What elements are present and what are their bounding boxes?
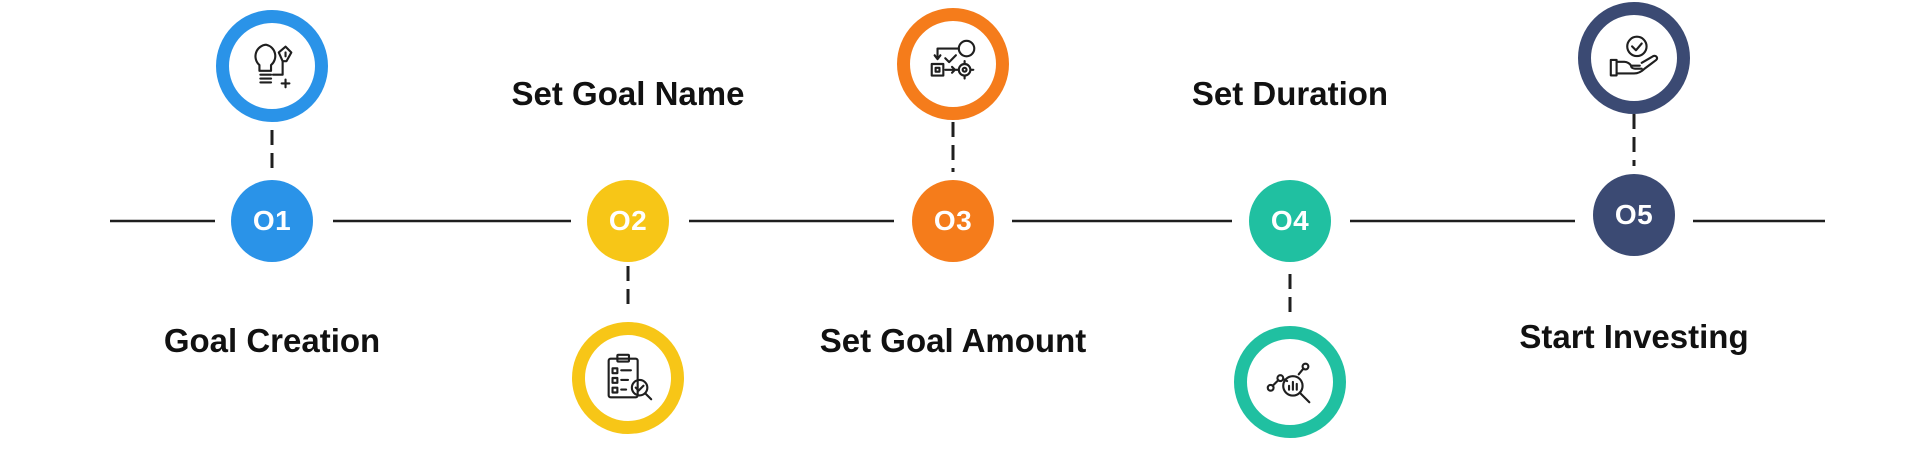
- step-label: Set Goal Amount: [819, 322, 1087, 359]
- step-number-badge: O1: [231, 180, 313, 262]
- step-number-badge: O3: [912, 180, 994, 262]
- step-label: Goal Creation: [163, 322, 381, 359]
- step-label: Set Duration: [1191, 75, 1389, 112]
- step-number-badge: O4: [1249, 180, 1331, 262]
- checklist-search-icon: [572, 322, 684, 434]
- step-label: Start Investing: [1519, 318, 1749, 355]
- step-number-badge: O2: [587, 180, 669, 262]
- data-analysis-icon: [1234, 326, 1346, 438]
- hand-check-icon: [1578, 2, 1690, 114]
- step-number-badge: O5: [1593, 174, 1675, 256]
- step-label: Set Goal Name: [511, 75, 745, 112]
- idea-design-icon: [216, 10, 328, 122]
- workflow-icon: [897, 8, 1009, 120]
